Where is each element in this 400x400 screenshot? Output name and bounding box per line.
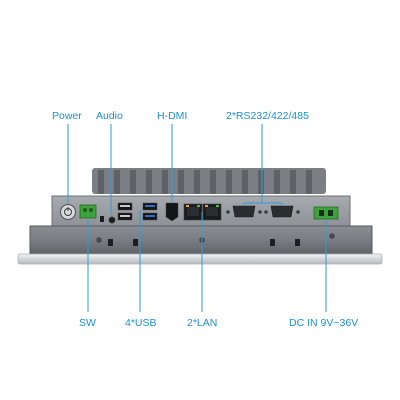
label-lan: 2*LAN <box>187 317 218 329</box>
label-serial: 2*RS232/422/485 <box>226 110 309 122</box>
callout-lines <box>67 124 327 312</box>
switch-terminal <box>79 204 97 219</box>
audio-jack <box>100 216 116 224</box>
hdmi-port <box>165 202 179 222</box>
front-bezel <box>17 253 383 265</box>
dc-terminal <box>313 206 339 220</box>
label-audio: Audio <box>96 110 123 122</box>
power-button <box>59 203 77 221</box>
serial-ports <box>226 205 300 218</box>
mounting-slots <box>108 239 300 246</box>
label-usb: 4*USB <box>125 317 157 329</box>
label-dc: DC IN 9V~36V <box>289 317 359 329</box>
usb-ports <box>117 202 158 221</box>
label-power: Power <box>52 110 82 122</box>
lan-ports <box>183 203 222 221</box>
heatsink-fins <box>92 168 326 194</box>
label-hdmi: H-DMI <box>157 110 188 122</box>
label-sw: SW <box>79 317 96 329</box>
